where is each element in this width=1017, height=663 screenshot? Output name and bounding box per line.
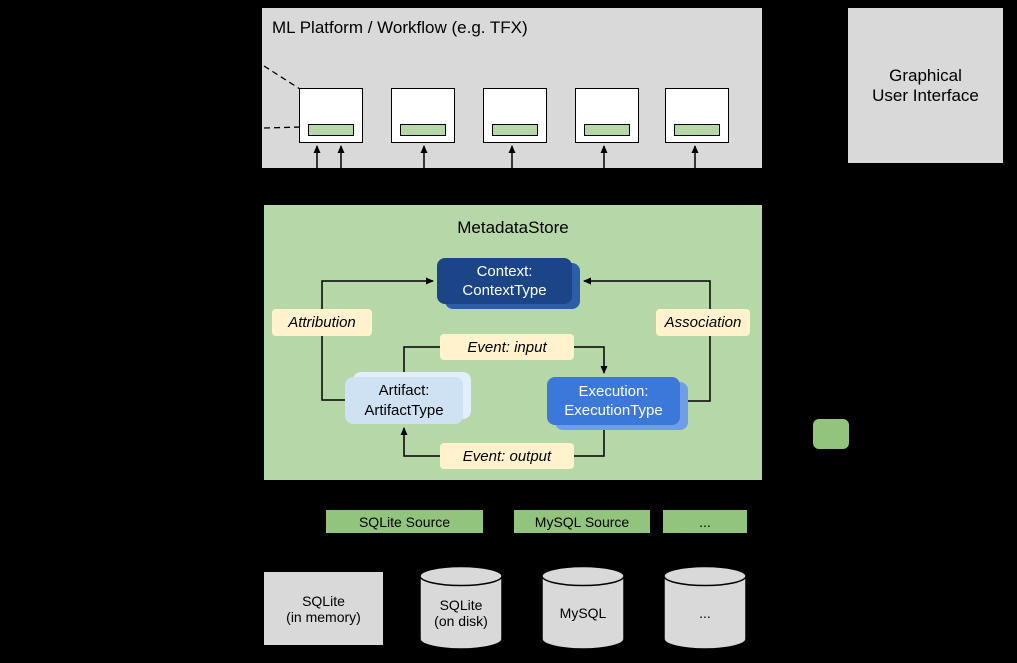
mysql-source-box: MySQL Source	[514, 510, 650, 533]
event-output-label-text: Event: output	[462, 447, 552, 465]
legend-green-chip	[813, 419, 849, 449]
association-label-text: Association	[664, 314, 742, 331]
ml-platform-title: ML Platform / Workflow (e.g. TFX)	[272, 18, 528, 37]
database-cylinder-icon	[541, 565, 625, 650]
metadata-client-bar	[584, 124, 630, 136]
gui-label: Graphical User Interface	[872, 65, 979, 105]
other-source-box: ...	[663, 510, 747, 533]
event-output-label: Event: output	[440, 443, 574, 469]
metadata-client-bar	[674, 124, 720, 136]
other-database-cylinder: ...	[663, 565, 747, 650]
sqlite-on-disk-label: SQLite (on disk)	[434, 596, 488, 629]
sqlite-in-memory-box: SQLite (in memory)	[264, 572, 383, 645]
pipeline-step-box	[483, 88, 547, 143]
mysql-source-label: MySQL Source	[534, 513, 630, 530]
sqlite-in-memory-label: SQLite (in memory)	[286, 592, 361, 625]
context-node: Context: ContextType	[437, 258, 572, 304]
pipeline-step-box	[391, 88, 455, 143]
database-cylinder-icon	[419, 565, 503, 650]
sqlite-source-label: SQLite Source	[358, 513, 451, 530]
artifact-node: Artifact: ArtifactType	[345, 377, 463, 424]
execution-node-label: Execution: ExecutionType	[564, 382, 663, 420]
mysql-database-cylinder: MySQL	[541, 565, 625, 650]
artifact-node-label: Artifact: ArtifactType	[364, 382, 444, 419]
pipeline-step-box	[299, 88, 363, 143]
metadata-client-bar	[400, 124, 446, 136]
metadata-client-bar	[308, 124, 354, 136]
pipeline-step-box	[575, 88, 639, 143]
database-cylinder-icon	[663, 565, 747, 650]
metadata-store-title: MetadataStore	[457, 218, 569, 237]
other-source-label: ...	[699, 513, 711, 530]
sqlite-on-disk-database-cylinder: SQLite (on disk)	[419, 565, 503, 650]
association-label: Association	[656, 309, 750, 336]
event-input-label: Event: input	[440, 334, 574, 360]
pipeline-step-box	[665, 88, 729, 143]
mysql-label: MySQL	[559, 604, 607, 621]
sqlite-source-box: SQLite Source	[326, 510, 483, 533]
graphical-user-interface-box: Graphical User Interface	[848, 8, 1003, 163]
attribution-label-text: Attribution	[288, 314, 356, 331]
metadata-client-bar	[492, 124, 538, 136]
execution-node: Execution: ExecutionType	[547, 377, 680, 425]
other-database-label: ...	[699, 604, 711, 621]
context-node-label: Context: ContextType	[462, 262, 547, 300]
attribution-label: Attribution	[272, 309, 372, 336]
event-input-label-text: Event: input	[467, 338, 547, 356]
